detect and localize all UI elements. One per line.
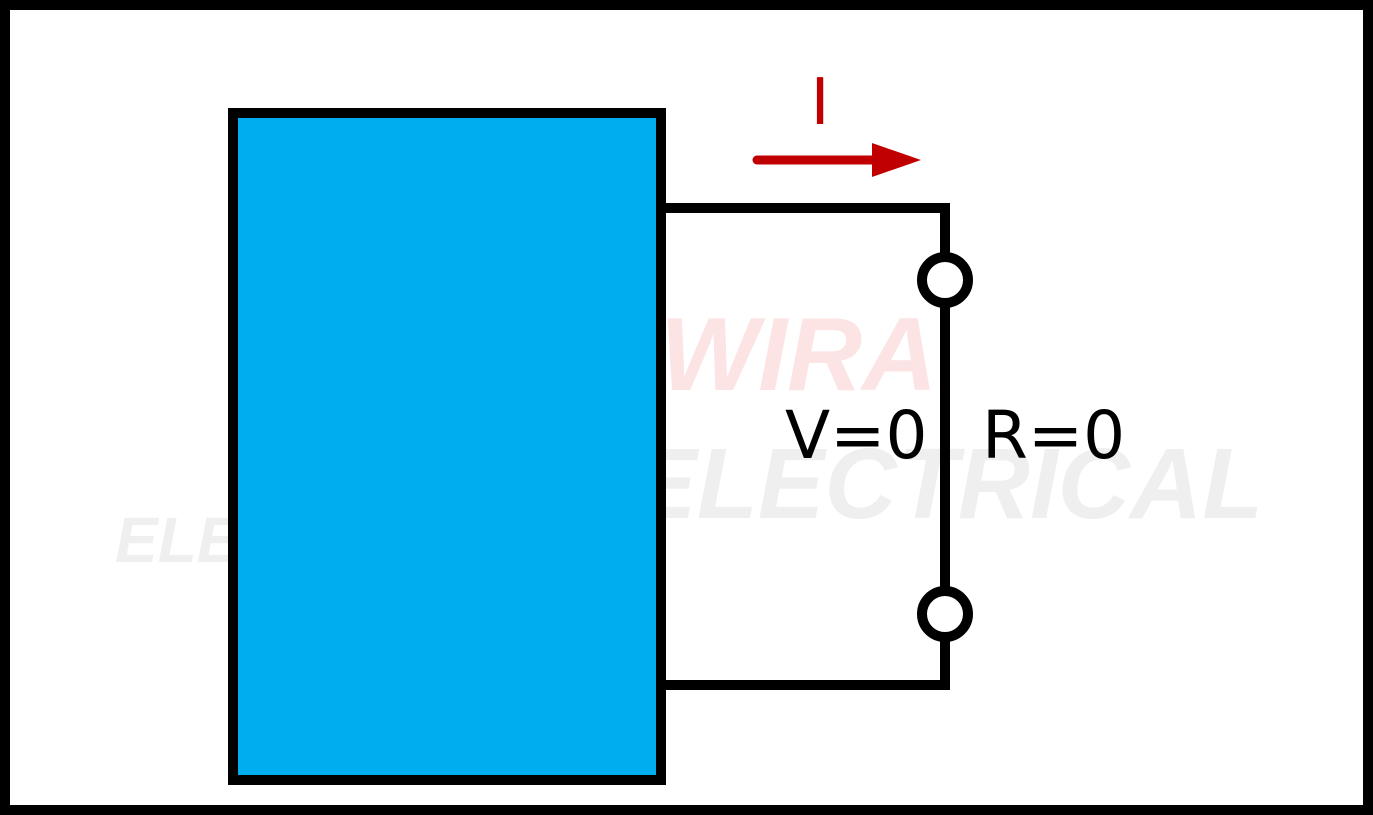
top-terminal <box>917 252 973 308</box>
bottom-terminal <box>917 586 973 642</box>
current-arrow <box>752 143 921 177</box>
watermark-line1: WIRA <box>660 297 937 413</box>
source-block <box>228 108 666 785</box>
voltage-label: V=0 <box>785 397 927 474</box>
current-arrow-head <box>872 143 921 177</box>
circuit-wire <box>660 203 950 690</box>
current-label: I <box>811 66 830 140</box>
resistance-label: R=0 <box>982 397 1125 474</box>
